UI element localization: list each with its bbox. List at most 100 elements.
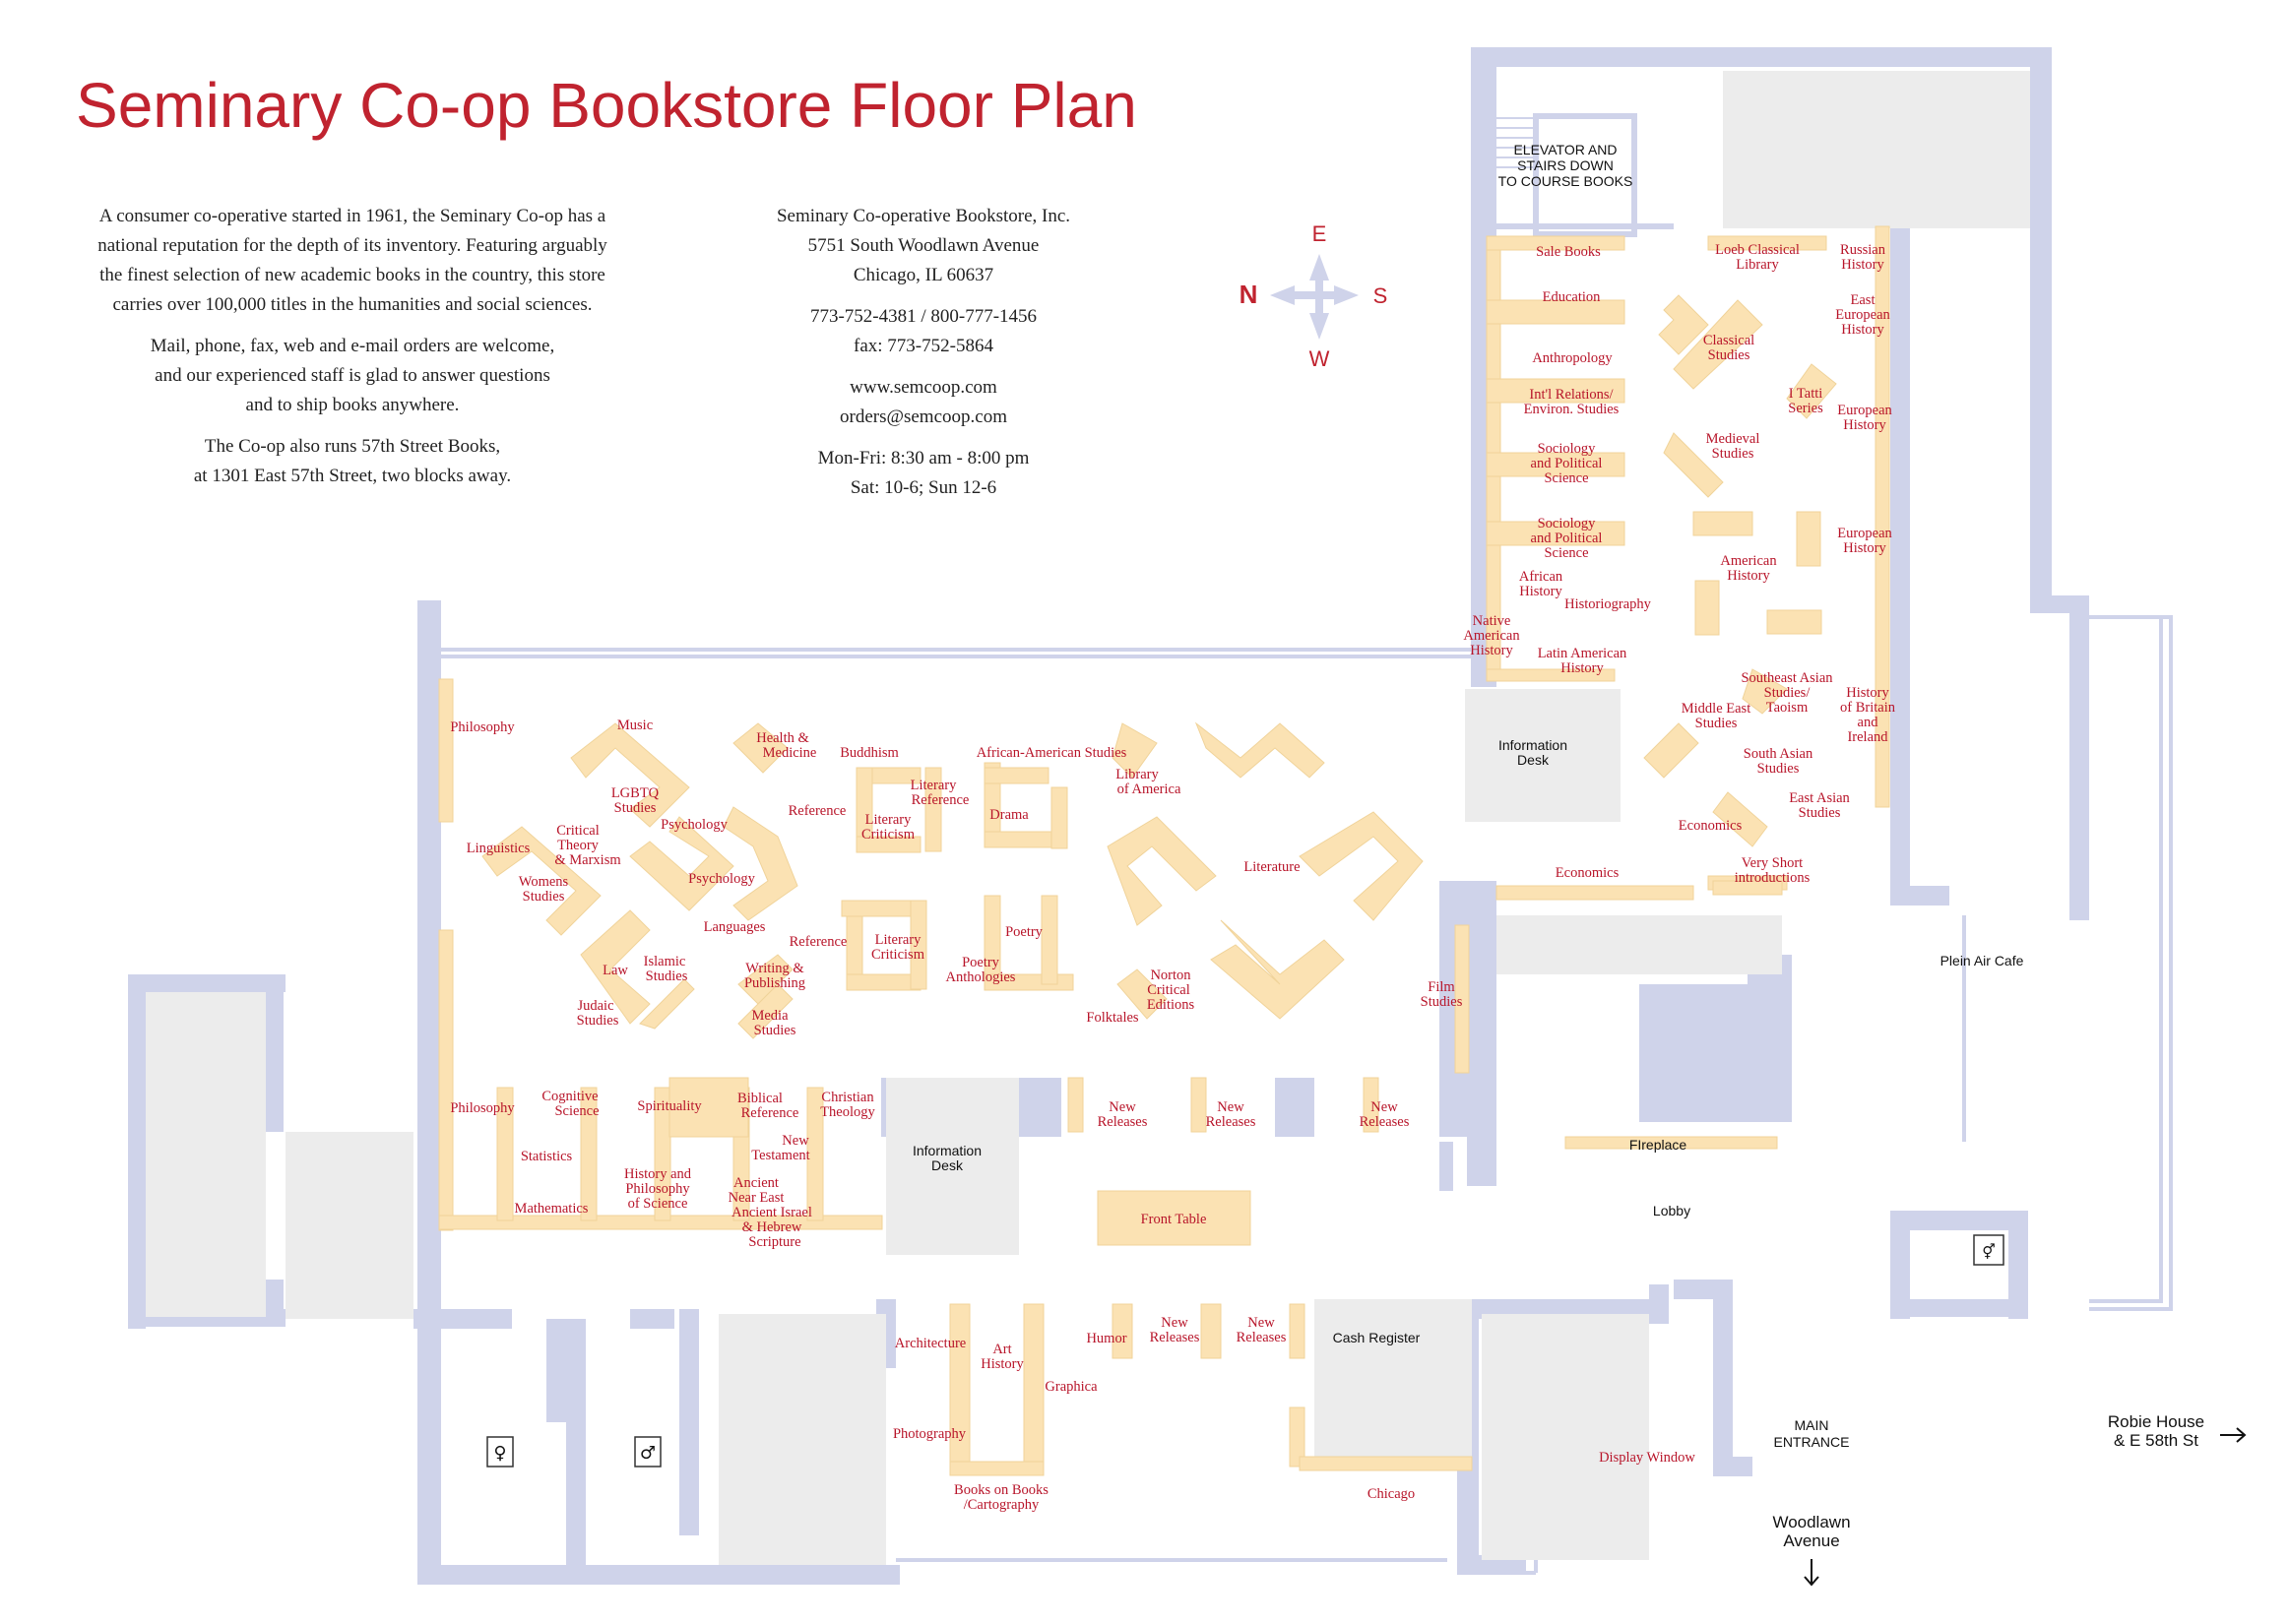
section-label: Folktales <box>1086 1010 1139 1026</box>
section-label: Latin American <box>1538 646 1627 661</box>
section-label: Critical <box>556 823 600 839</box>
arrow-right-icon <box>2220 1427 2247 1443</box>
section-label: Near East <box>729 1190 785 1206</box>
section-label: Chicago <box>1367 1486 1415 1502</box>
section-label: Poetry <box>1005 924 1044 940</box>
section-label: Writing & <box>745 961 804 976</box>
store-name: Seminary Co-operative Bookstore, Inc. <box>776 206 1071 226</box>
description-line: and our experienced staff is glad to ans… <box>155 365 550 386</box>
section-label: Front Table <box>1141 1212 1207 1227</box>
section-label: Spirituality <box>637 1098 702 1114</box>
section-label: Psychology <box>688 871 755 887</box>
section-label: Criticism <box>861 827 916 843</box>
section-label: Literary <box>875 932 922 948</box>
section-label: Very Short <box>1742 855 1803 871</box>
section-label: New <box>1370 1099 1398 1115</box>
section-label: New <box>1247 1315 1275 1331</box>
street-label-woodlawn: Avenue <box>1783 1531 1839 1550</box>
section-label: Russian <box>1840 242 1886 258</box>
restroom-women-icon: ♀ <box>486 1436 514 1468</box>
description-line: The Co-op also runs 57th Street Books, <box>204 436 501 457</box>
section-label: Series <box>1788 401 1823 416</box>
section-label: History <box>1727 568 1770 584</box>
section-label: Christian <box>821 1090 874 1105</box>
place-label: TO COURSE BOOKS <box>1498 173 1633 189</box>
section-labels: Philosophy Music Health & Medicine Buddh… <box>450 242 1895 1513</box>
section-label: Poetry <box>962 955 1000 970</box>
section-label: Humor <box>1086 1331 1126 1346</box>
place-label: Information <box>913 1143 982 1158</box>
section-label: History <box>1841 257 1884 273</box>
section-label: History <box>1519 584 1562 599</box>
stair-steps <box>1496 117 1536 168</box>
store-description: A consumer co-operative started in 1961,… <box>77 202 628 491</box>
email-link[interactable]: orders@semcoop.com <box>840 406 1007 427</box>
section-label: Studies <box>1799 805 1841 821</box>
section-label: Reference <box>789 803 847 819</box>
section-label: History <box>981 1356 1024 1372</box>
section-label: Literary <box>911 778 957 793</box>
section-label: and Political <box>1531 456 1603 471</box>
section-label: Economics <box>1679 818 1743 834</box>
section-label: Education <box>1543 289 1602 305</box>
walls <box>128 47 2089 1585</box>
section-label: African <box>1519 569 1563 585</box>
section-label: History <box>1843 540 1886 556</box>
section-label: History <box>1841 322 1884 338</box>
street-label-robie: & E 58th St <box>2114 1431 2198 1450</box>
place-label: ELEVATOR AND <box>1513 142 1617 157</box>
section-label: and <box>1858 715 1879 730</box>
section-label: Releases <box>1360 1114 1410 1130</box>
section-label: Testament <box>751 1148 809 1163</box>
arrow-down-icon <box>1804 1559 1819 1587</box>
section-label: Southeast Asian <box>1741 670 1833 686</box>
place-label: Desk <box>1517 752 1550 768</box>
section-label: Theory <box>557 838 600 853</box>
section-label: Library <box>1115 767 1159 782</box>
street-label-robie: Robie House <box>2108 1412 2204 1431</box>
section-label: Releases <box>1237 1330 1287 1345</box>
fax-number: fax: 773-752-5864 <box>854 336 993 356</box>
section-label: Studies <box>646 968 688 984</box>
section-label: Law <box>603 963 628 978</box>
section-label: Mathematics <box>515 1201 589 1217</box>
section-label: European <box>1837 403 1892 418</box>
street-label-woodlawn: Woodlawn <box>1772 1513 1850 1531</box>
section-label: Drama <box>989 807 1029 823</box>
section-label: Studies <box>1708 347 1750 363</box>
website-link[interactable]: www.semcoop.com <box>850 377 997 398</box>
outline-walls <box>441 615 2173 1575</box>
compass-south: S <box>1373 283 1388 308</box>
page-title: Seminary Co-op Bookstore Floor Plan <box>76 70 1137 141</box>
description-line: and to ship books anywhere. <box>245 395 460 415</box>
place-label: Lobby <box>1653 1203 1690 1218</box>
section-label: Science <box>554 1103 599 1119</box>
section-label: Classical <box>1703 333 1754 348</box>
section-label: Middle East <box>1682 701 1750 717</box>
section-label: Studies <box>754 1023 796 1038</box>
place-label: ENTRANCE <box>1773 1434 1849 1450</box>
section-label: Medieval <box>1706 431 1760 447</box>
section-label: Philosophy <box>625 1181 690 1197</box>
place-label: Desk <box>931 1157 964 1173</box>
compass-west: W <box>1309 346 1330 371</box>
section-label: Theology <box>820 1104 875 1120</box>
section-label: African-American Studies <box>977 745 1127 761</box>
section-label: Linguistics <box>467 841 531 856</box>
section-label: Historiography <box>1564 596 1652 612</box>
section-label: Studies <box>523 889 565 905</box>
section-label: and Political <box>1531 531 1603 546</box>
section-label: Editions <box>1147 997 1195 1013</box>
restroom-men-icon: ♂ <box>634 1436 662 1468</box>
elevator-stairs <box>1496 113 1674 237</box>
section-label: American <box>1720 553 1777 569</box>
section-label: Philosophy <box>450 719 515 735</box>
section-label: & Hebrew <box>742 1219 802 1235</box>
svg-text:⚥: ⚥ <box>1982 1243 1996 1261</box>
section-label: Studies/ <box>1764 685 1812 701</box>
section-label: Literary <box>865 812 912 828</box>
section-label: Taoism <box>1766 700 1809 716</box>
section-label: History <box>1843 417 1886 433</box>
section-label: Anthologies <box>946 969 1016 985</box>
section-label: Studies <box>1695 716 1738 731</box>
